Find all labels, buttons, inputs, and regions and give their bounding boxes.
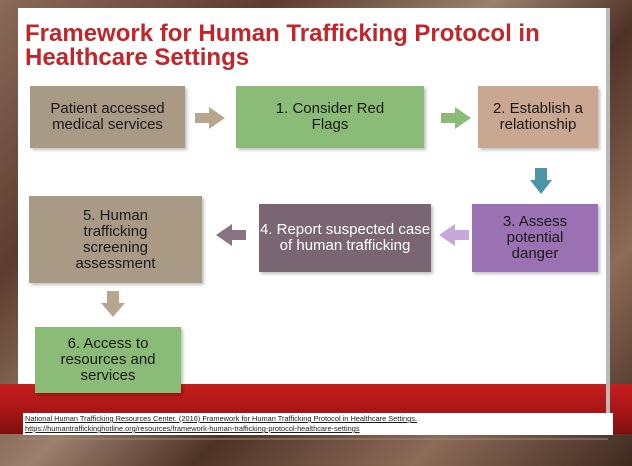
arrow-right-icon bbox=[441, 107, 471, 129]
slide-title: Framework for Human Trafficking Protocol… bbox=[25, 20, 540, 71]
step-label: Patient accessed medical services bbox=[50, 100, 165, 133]
citation: National Human Trafficking Resources Cen… bbox=[23, 413, 613, 435]
step-establish-relationship: 2. Establish a relationship bbox=[478, 86, 598, 148]
step-label: 6. Access to resources and services bbox=[60, 335, 156, 384]
arrow-down-icon bbox=[101, 291, 125, 317]
step-assess-danger: 3. Assess potential danger bbox=[472, 204, 598, 272]
step-screening-assessment: 5. Human trafficking screening assessmen… bbox=[29, 196, 202, 283]
arrow-right-icon bbox=[195, 107, 225, 129]
step-label: 3. Assess potential danger bbox=[502, 213, 568, 262]
step-access-resources: 6. Access to resources and services bbox=[35, 327, 181, 393]
arrow-left-icon bbox=[439, 224, 469, 246]
footer-divider bbox=[18, 438, 608, 440]
step-label: 2. Establish a relationship bbox=[492, 100, 584, 133]
step-label: 5. Human trafficking screening assessmen… bbox=[75, 206, 156, 272]
slide-right-rule bbox=[606, 8, 610, 426]
citation-line-1[interactable]: National Human Trafficking Resources Cen… bbox=[25, 414, 418, 423]
arrow-left-icon bbox=[216, 224, 246, 246]
step-report-suspected-case: 4. Report suspected case of human traffi… bbox=[259, 204, 431, 272]
step-patient-accessed: Patient accessed medical services bbox=[30, 86, 185, 148]
step-label: 4. Report suspected case of human traffi… bbox=[259, 221, 431, 254]
citation-link[interactable]: https://humantraffickinghotline.org/reso… bbox=[25, 424, 360, 433]
step-consider-red-flags: 1. Consider Red Flags bbox=[236, 86, 424, 148]
step-label: 1. Consider Red Flags bbox=[275, 100, 385, 133]
arrow-down-icon bbox=[530, 168, 552, 194]
